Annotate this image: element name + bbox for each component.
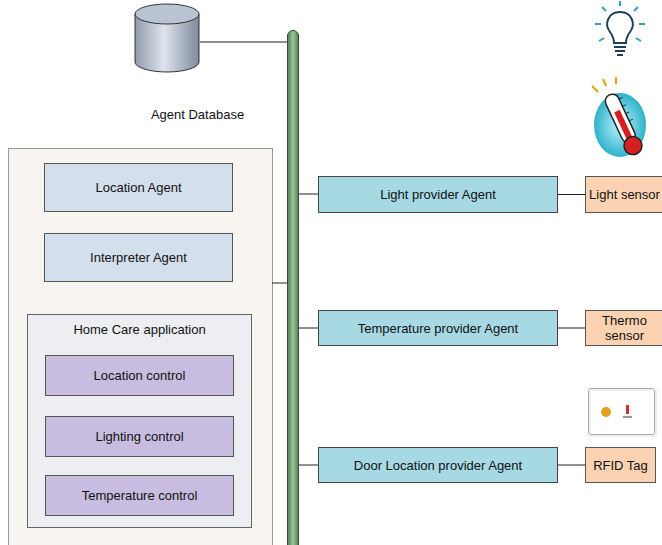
agent-panel [9, 149, 273, 545]
provider-agent-box: Light provider Agent [318, 176, 558, 213]
agent-box: Interpreter Agent [44, 233, 233, 282]
group-heading: Home Care application [73, 322, 205, 337]
bus-link [298, 194, 318, 195]
sensor-box: Thermo sensor [585, 310, 662, 346]
sensor-box: Light sensor [585, 176, 662, 213]
node-label: Agent Database [151, 107, 244, 122]
control-box: Location control [45, 355, 234, 396]
rfid-card-icon [589, 389, 657, 437]
control-box: Temperature control [45, 475, 234, 516]
node-label: Interpreter Agent [90, 250, 187, 265]
bus-link [298, 328, 318, 329]
node-label: Light sensor [589, 187, 660, 202]
node-label: Light provider Agent [380, 187, 496, 202]
control-box: Lighting control [45, 416, 234, 457]
database-cylinder: Agent Database [130, 0, 265, 128]
provider-agent-box: Door Location provider Agent [318, 447, 558, 483]
bus-link [272, 283, 288, 284]
connector-line [558, 328, 585, 329]
agent-box: Location Agent [44, 163, 233, 212]
sensor-box: RFID Tag [585, 447, 656, 483]
node-label: Temperature control [82, 488, 198, 503]
node-label: Location control [94, 368, 186, 383]
bus-link [298, 465, 318, 466]
lightbulb-icon [595, 1, 645, 55]
connector-line [558, 465, 585, 466]
bus-link [200, 42, 288, 43]
application-box: Home Care applicationLocation controlLig… [27, 314, 252, 528]
node-label: Door Location provider Agent [354, 458, 522, 473]
node-label: Thermo sensor [586, 313, 662, 343]
node-label: RFID Tag [593, 458, 648, 473]
communication-bus [288, 31, 299, 545]
database-cylinder-shape [130, 0, 210, 80]
node-label: Location Agent [95, 180, 181, 195]
thermometer-icon [592, 77, 647, 158]
node-label: Lighting control [95, 429, 183, 444]
provider-agent-box: Temperature provider Agent [318, 310, 558, 346]
connector-line [558, 194, 585, 195]
cylinder-top [135, 4, 199, 24]
node-label: Temperature provider Agent [358, 321, 518, 336]
